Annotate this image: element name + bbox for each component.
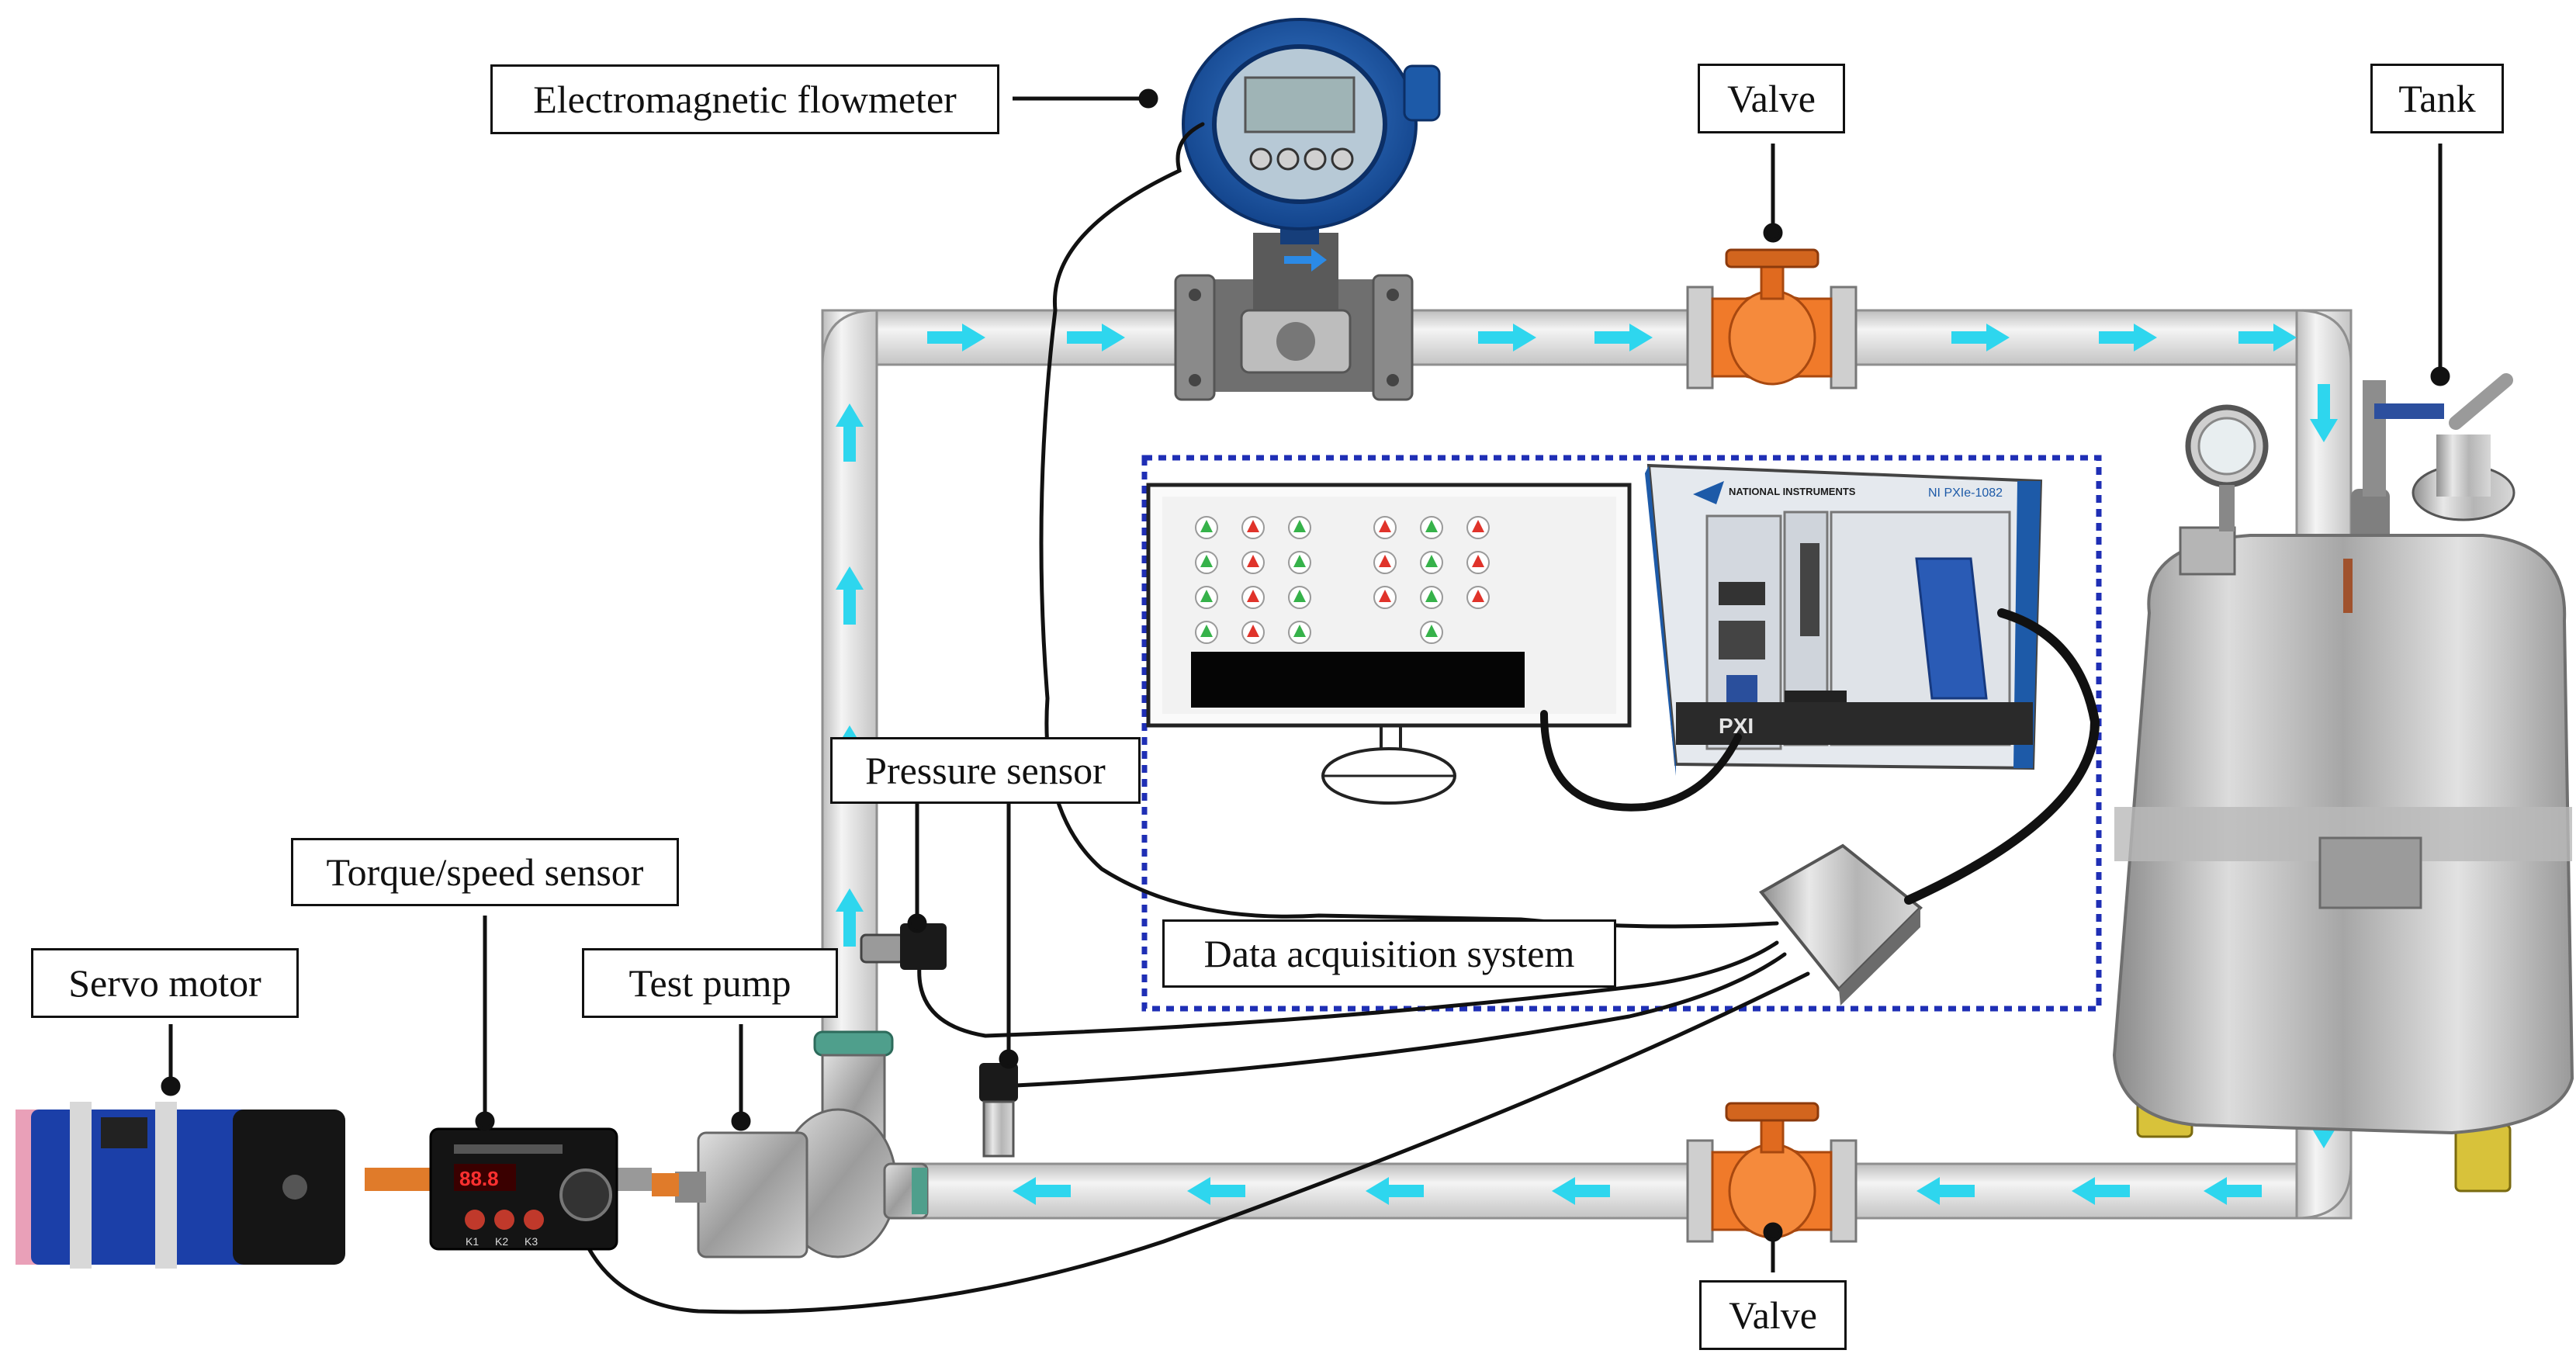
label-torque-sensor: Torque/speed sensor bbox=[291, 838, 679, 906]
flow-arrow-icon bbox=[836, 888, 864, 947]
torque-key-1: K1 bbox=[466, 1235, 479, 1248]
flow-arrow-icon bbox=[1951, 324, 2010, 351]
pipe-bottom bbox=[914, 1162, 2353, 1220]
pipe-corner-br bbox=[2296, 1163, 2353, 1220]
gauge-needle-icon bbox=[1247, 555, 1259, 567]
daq-connector-box bbox=[1758, 843, 1923, 1006]
motor-icon bbox=[16, 1102, 345, 1269]
gauge-needle-icon bbox=[1247, 590, 1259, 602]
gauge-needle-icon bbox=[1293, 555, 1306, 567]
monitor-icon bbox=[1146, 483, 1632, 805]
gauge-needle-icon bbox=[1200, 555, 1213, 567]
label-tank: Tank bbox=[2370, 64, 2504, 133]
gauge-needle-icon bbox=[1472, 520, 1484, 532]
pump-icon bbox=[652, 1030, 929, 1258]
flow-arrow-icon bbox=[1552, 1177, 1610, 1205]
flow-arrow-icon bbox=[927, 324, 985, 351]
flow-arrow-icon bbox=[2310, 384, 2338, 442]
label-test-pump: Test pump bbox=[582, 948, 838, 1018]
gauge-needle-icon bbox=[1379, 555, 1391, 567]
gauge-needle-icon bbox=[1425, 555, 1438, 567]
gauge-needle-icon bbox=[1379, 520, 1391, 532]
valve-top bbox=[1686, 248, 1858, 389]
label-daq: Data acquisition system bbox=[1162, 919, 1616, 988]
gauge-needle-icon bbox=[1472, 555, 1484, 567]
svg-text:88.8: 88.8 bbox=[459, 1167, 499, 1190]
flow-arrow-icon bbox=[1366, 1177, 1424, 1205]
gauge-needle-icon bbox=[1425, 520, 1438, 532]
torque-key-2: K2 bbox=[495, 1235, 508, 1248]
label-valve-bottom: Valve bbox=[1699, 1280, 1847, 1350]
daq-chassis-icon: PXI NATIONAL INSTRUMENTS NI PXIe-1082 bbox=[1645, 463, 2043, 776]
ni-brand-text: NATIONAL INSTRUMENTS bbox=[1729, 486, 1856, 497]
gauge-needle-icon bbox=[1425, 625, 1438, 637]
flow-arrow-icon bbox=[2072, 1177, 2130, 1205]
gauge-needle-icon bbox=[1200, 625, 1213, 637]
leader-lines bbox=[161, 88, 2450, 1272]
label-flowmeter: Electromagnetic flowmeter bbox=[490, 64, 999, 134]
pipe-corner-tl bbox=[821, 309, 878, 365]
flow-arrow-icon bbox=[836, 403, 864, 462]
flow-arrow-icon bbox=[2204, 1177, 2262, 1205]
gauge-needle-icon bbox=[1247, 520, 1259, 532]
flow-arrow-icon bbox=[836, 566, 864, 625]
flow-arrow-icon bbox=[1067, 324, 1125, 351]
flow-arrow-icon bbox=[1478, 324, 1536, 351]
gauge-needle-icon bbox=[1293, 625, 1306, 637]
gauge-grid bbox=[1195, 516, 1490, 644]
flowmeter bbox=[1174, 18, 1441, 401]
gauge-needle-icon bbox=[1200, 590, 1213, 602]
gauge-needle-icon bbox=[1293, 590, 1306, 602]
flow-arrow-icon bbox=[1013, 1177, 1071, 1205]
gauge-needle-icon bbox=[1200, 520, 1213, 532]
label-valve-top: Valve bbox=[1698, 64, 1845, 133]
gauge-needle-icon bbox=[1293, 520, 1306, 532]
flow-arrow-icon bbox=[1594, 324, 1653, 351]
flow-arrow-icon bbox=[1187, 1177, 1245, 1205]
gauge-needle-icon bbox=[1472, 590, 1484, 602]
gauge-needle-icon bbox=[1379, 590, 1391, 602]
pressure-sensor-lower bbox=[979, 1063, 1018, 1158]
flow-arrow-icon bbox=[1916, 1177, 1975, 1205]
gauge-needle-icon bbox=[1247, 625, 1259, 637]
pressure-sensor-upper bbox=[860, 923, 947, 970]
flow-arrow-icon bbox=[2238, 324, 2297, 351]
valve-bottom bbox=[1686, 1102, 1858, 1243]
tank bbox=[2112, 373, 2574, 1193]
torque-key-3: K3 bbox=[525, 1235, 538, 1248]
label-pressure-sensor: Pressure sensor bbox=[830, 737, 1141, 804]
pipe-corner-tr bbox=[2296, 309, 2353, 365]
gauge-needle-icon bbox=[1425, 590, 1438, 602]
flow-arrow-icon bbox=[2099, 324, 2157, 351]
chassis-model-text: NI PXIe-1082 bbox=[1928, 486, 2003, 500]
label-servo-motor: Servo motor bbox=[31, 948, 299, 1018]
torque-sensor-icon: 88.8 K1 K2 K3 bbox=[365, 1127, 652, 1251]
